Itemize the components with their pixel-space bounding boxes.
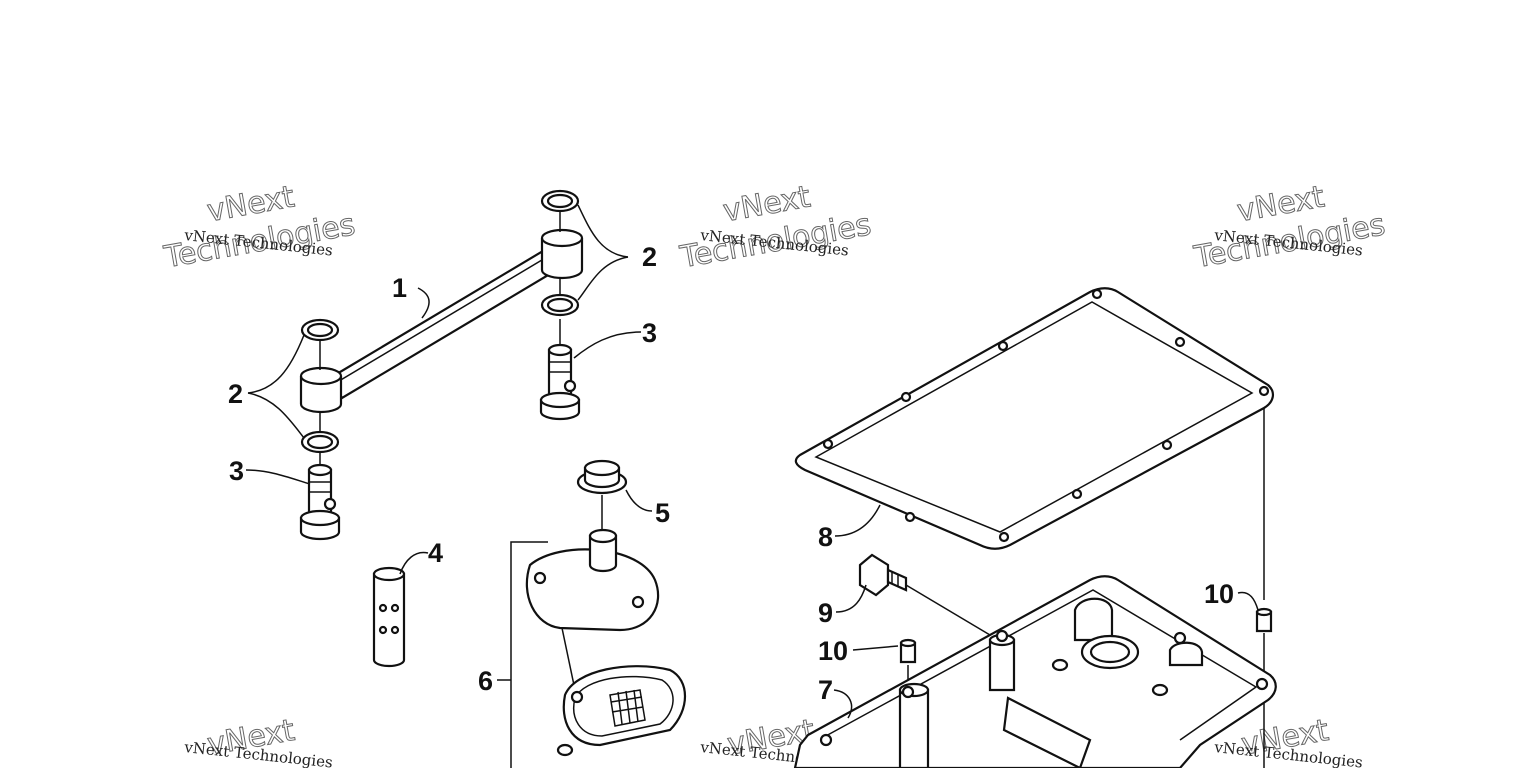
oil-pan-gasket [794,287,1274,600]
drain-plug [858,553,991,636]
oil-tube [299,228,584,414]
dowel-pin-left [899,638,917,680]
callout-1: 1 [392,273,407,303]
callout-9: 9 [818,598,833,628]
watermark-top-right: vNext Technologies [1190,179,1388,276]
dowel-pin-right [1255,607,1273,768]
banjo-bolt-right [539,319,581,421]
callout-2-left: 2 [228,379,243,409]
callout-10-right: 10 [1204,579,1234,609]
callout-6: 6 [478,666,493,696]
watermark-top-left: vNext Technologies [160,179,358,276]
callout-7: 7 [818,675,833,705]
callout-10-left: 10 [818,636,848,666]
callout-4: 4 [428,538,443,568]
washer-top-left [300,318,340,370]
callout-labels: 1 2 2 3 3 4 5 6 7 8 9 10 10 [228,242,1234,705]
banjo-bolt-left [299,452,341,541]
sleeve [372,566,406,668]
oil-pan [793,575,1277,768]
watermark-top-middle: vNext Technologies [676,179,874,276]
callout-8: 8 [818,522,833,552]
callout-2-right: 2 [642,242,657,272]
washer-mid-right [540,278,580,317]
callout-3-left: 3 [229,456,244,486]
leader-lines [245,204,1259,719]
callout-3-right: 3 [642,318,657,348]
oil-cap [576,459,628,530]
strainer-assembly [497,528,686,768]
washer-mid-left [300,412,340,454]
washer-top-right [540,189,580,232]
callout-5: 5 [655,498,670,528]
